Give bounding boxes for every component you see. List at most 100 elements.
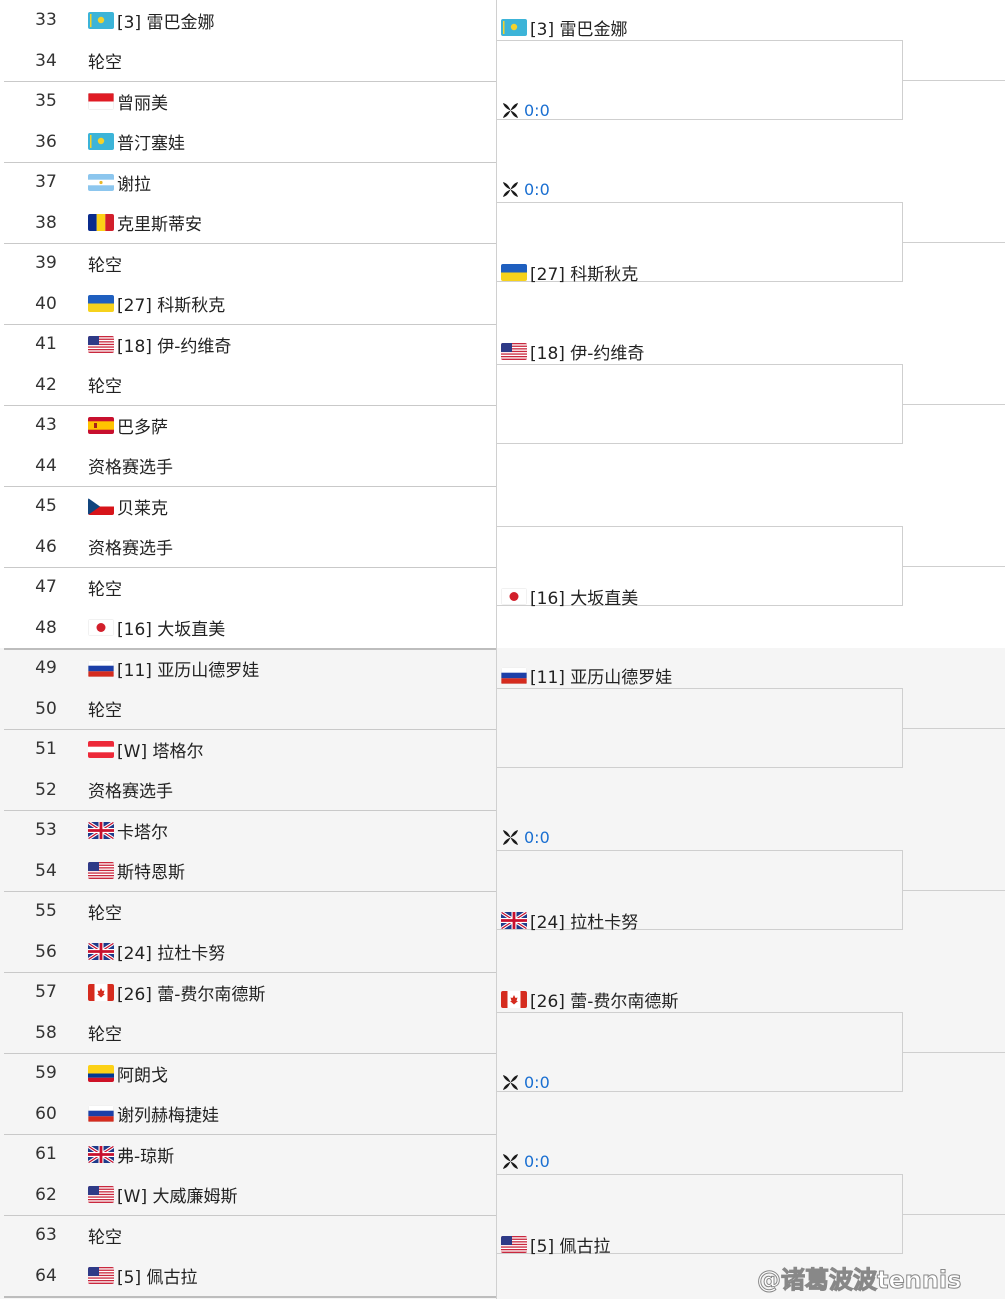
match-score[interactable]: 0:0 [524, 1151, 550, 1171]
player-name[interactable]: 谢拉 [117, 174, 151, 195]
draw-position: 35 [35, 91, 57, 112]
round2-slot[interactable]: 0:0 [501, 1070, 550, 1094]
round2-slot[interactable]: 0:0 [501, 1149, 550, 1173]
match-score[interactable]: 0:0 [524, 100, 550, 120]
player-name[interactable]: [5] 佩古拉 [117, 1268, 198, 1289]
round2-slot[interactable]: 0:0 [501, 825, 550, 849]
player-name[interactable]: [11] 亚历山德罗娃 [117, 660, 260, 681]
round2-slot[interactable]: 0:0 [501, 177, 550, 201]
draw-row[interactable]: 64[5] 佩古拉 [4, 1256, 496, 1297]
draw-row[interactable]: 51[W] 塔格尔 [4, 729, 496, 770]
player-name[interactable]: 巴多萨 [117, 417, 168, 438]
player-name[interactable]: 资格赛选手 [88, 539, 173, 560]
draw-row[interactable]: 53 卡塔尔 [4, 810, 496, 851]
player-name[interactable]: [24] 拉杜卡努 [117, 944, 226, 965]
player-name[interactable]: 卡塔尔 [117, 822, 168, 843]
draw-row[interactable]: 48[16] 大坂直美 [4, 608, 496, 649]
usa-flag-icon [88, 1267, 114, 1285]
player-name[interactable]: 斯特恩斯 [117, 863, 185, 884]
draw-position: 53 [35, 820, 57, 841]
tbd-icon [501, 828, 520, 847]
player-name[interactable]: 阿朗戈 [117, 1065, 168, 1086]
draw-position: 59 [35, 1063, 57, 1084]
player-name[interactable]: 轮空 [88, 1227, 122, 1248]
player-name[interactable]: [24] 拉杜卡努 [530, 912, 639, 933]
round2-slot[interactable]: [3] 雷巴金娜 [501, 15, 628, 40]
player-name[interactable]: [11] 亚历山德罗娃 [530, 667, 673, 688]
tbd-icon [501, 180, 520, 199]
round2-slot[interactable]: [18] 伊-约维奇 [501, 339, 645, 364]
round2-slot[interactable]: [27] 科斯秋克 [501, 260, 639, 285]
round2-slot[interactable]: [24] 拉杜卡努 [501, 908, 639, 933]
player-name[interactable]: 轮空 [88, 53, 122, 74]
match-score[interactable]: 0:0 [524, 1072, 550, 1092]
player-name[interactable]: [26] 蕾-费尔南德斯 [117, 984, 266, 1005]
round2-slot[interactable]: [5] 佩古拉 [501, 1232, 611, 1257]
player-name[interactable]: [5] 佩古拉 [530, 1236, 611, 1257]
draw-row[interactable]: 57[26] 蕾-费尔南德斯 [4, 972, 496, 1013]
player-name[interactable]: 普汀塞娃 [117, 134, 185, 155]
player-name[interactable]: 曾丽美 [117, 93, 168, 114]
draw-position: 39 [35, 253, 57, 274]
draw-row[interactable]: 59 阿朗戈 [4, 1053, 496, 1094]
draw-row[interactable]: 62[W] 大威廉姆斯 [4, 1175, 496, 1216]
round2-slot[interactable]: [16] 大坂直美 [501, 584, 639, 609]
draw-row[interactable]: 40[27] 科斯秋克 [4, 284, 496, 325]
draw-row[interactable]: 49[11] 亚历山德罗娃 [4, 648, 496, 689]
match-score[interactable]: 0:0 [524, 827, 550, 847]
player-name[interactable]: [3] 雷巴金娜 [117, 12, 215, 33]
player-name[interactable]: 轮空 [88, 1025, 122, 1046]
player-name[interactable]: 克里斯蒂安 [117, 215, 202, 236]
player-name[interactable]: [18] 伊-约维奇 [530, 343, 645, 364]
player-name[interactable]: [W] 大威廉姆斯 [117, 1187, 238, 1208]
player-name[interactable]: 贝莱克 [117, 498, 168, 519]
player-name[interactable]: [W] 塔格尔 [117, 741, 204, 762]
draw-row[interactable]: 33[3] 雷巴金娜 [4, 0, 496, 41]
player-name[interactable]: 轮空 [88, 903, 122, 924]
draw-row[interactable]: 41[18] 伊-约维奇 [4, 324, 496, 365]
player-name[interactable]: 资格赛选手 [88, 458, 173, 479]
player-name[interactable]: 轮空 [88, 377, 122, 398]
draw-row[interactable]: 35 曾丽美 [4, 81, 496, 122]
draw-position: 61 [35, 1144, 57, 1165]
player-name[interactable]: [27] 科斯秋克 [117, 296, 226, 317]
round2-slot[interactable]: [26] 蕾-费尔南德斯 [501, 987, 679, 1012]
player-name[interactable]: 资格赛选手 [88, 782, 173, 803]
player-name[interactable]: [16] 大坂直美 [530, 588, 639, 609]
draw-row[interactable]: 56[24] 拉杜卡努 [4, 932, 496, 973]
round2-slot[interactable]: [11] 亚历山德罗娃 [501, 663, 673, 688]
match-score[interactable]: 0:0 [524, 179, 550, 199]
player-name[interactable]: [3] 雷巴金娜 [530, 19, 628, 40]
column-divider [496, 0, 497, 1299]
player-name[interactable]: [16] 大坂直美 [117, 620, 226, 641]
draw-row[interactable]: 39 轮空 [4, 243, 496, 284]
player-name[interactable]: [26] 蕾-费尔南德斯 [530, 991, 679, 1012]
player-name[interactable]: 轮空 [88, 579, 122, 600]
player-name[interactable]: 谢列赫梅捷娃 [117, 1106, 219, 1127]
draw-row[interactable]: 61 弗-琼斯 [4, 1134, 496, 1175]
player-name[interactable]: [27] 科斯秋克 [530, 264, 639, 285]
player-name[interactable]: 轮空 [88, 701, 122, 722]
player-name[interactable]: 弗-琼斯 [117, 1146, 175, 1167]
bracket-connector [497, 364, 903, 444]
player-name[interactable]: 轮空 [88, 255, 122, 276]
round2-slot[interactable]: 0:0 [501, 98, 550, 122]
player-name[interactable]: [18] 伊-约维奇 [117, 336, 232, 357]
